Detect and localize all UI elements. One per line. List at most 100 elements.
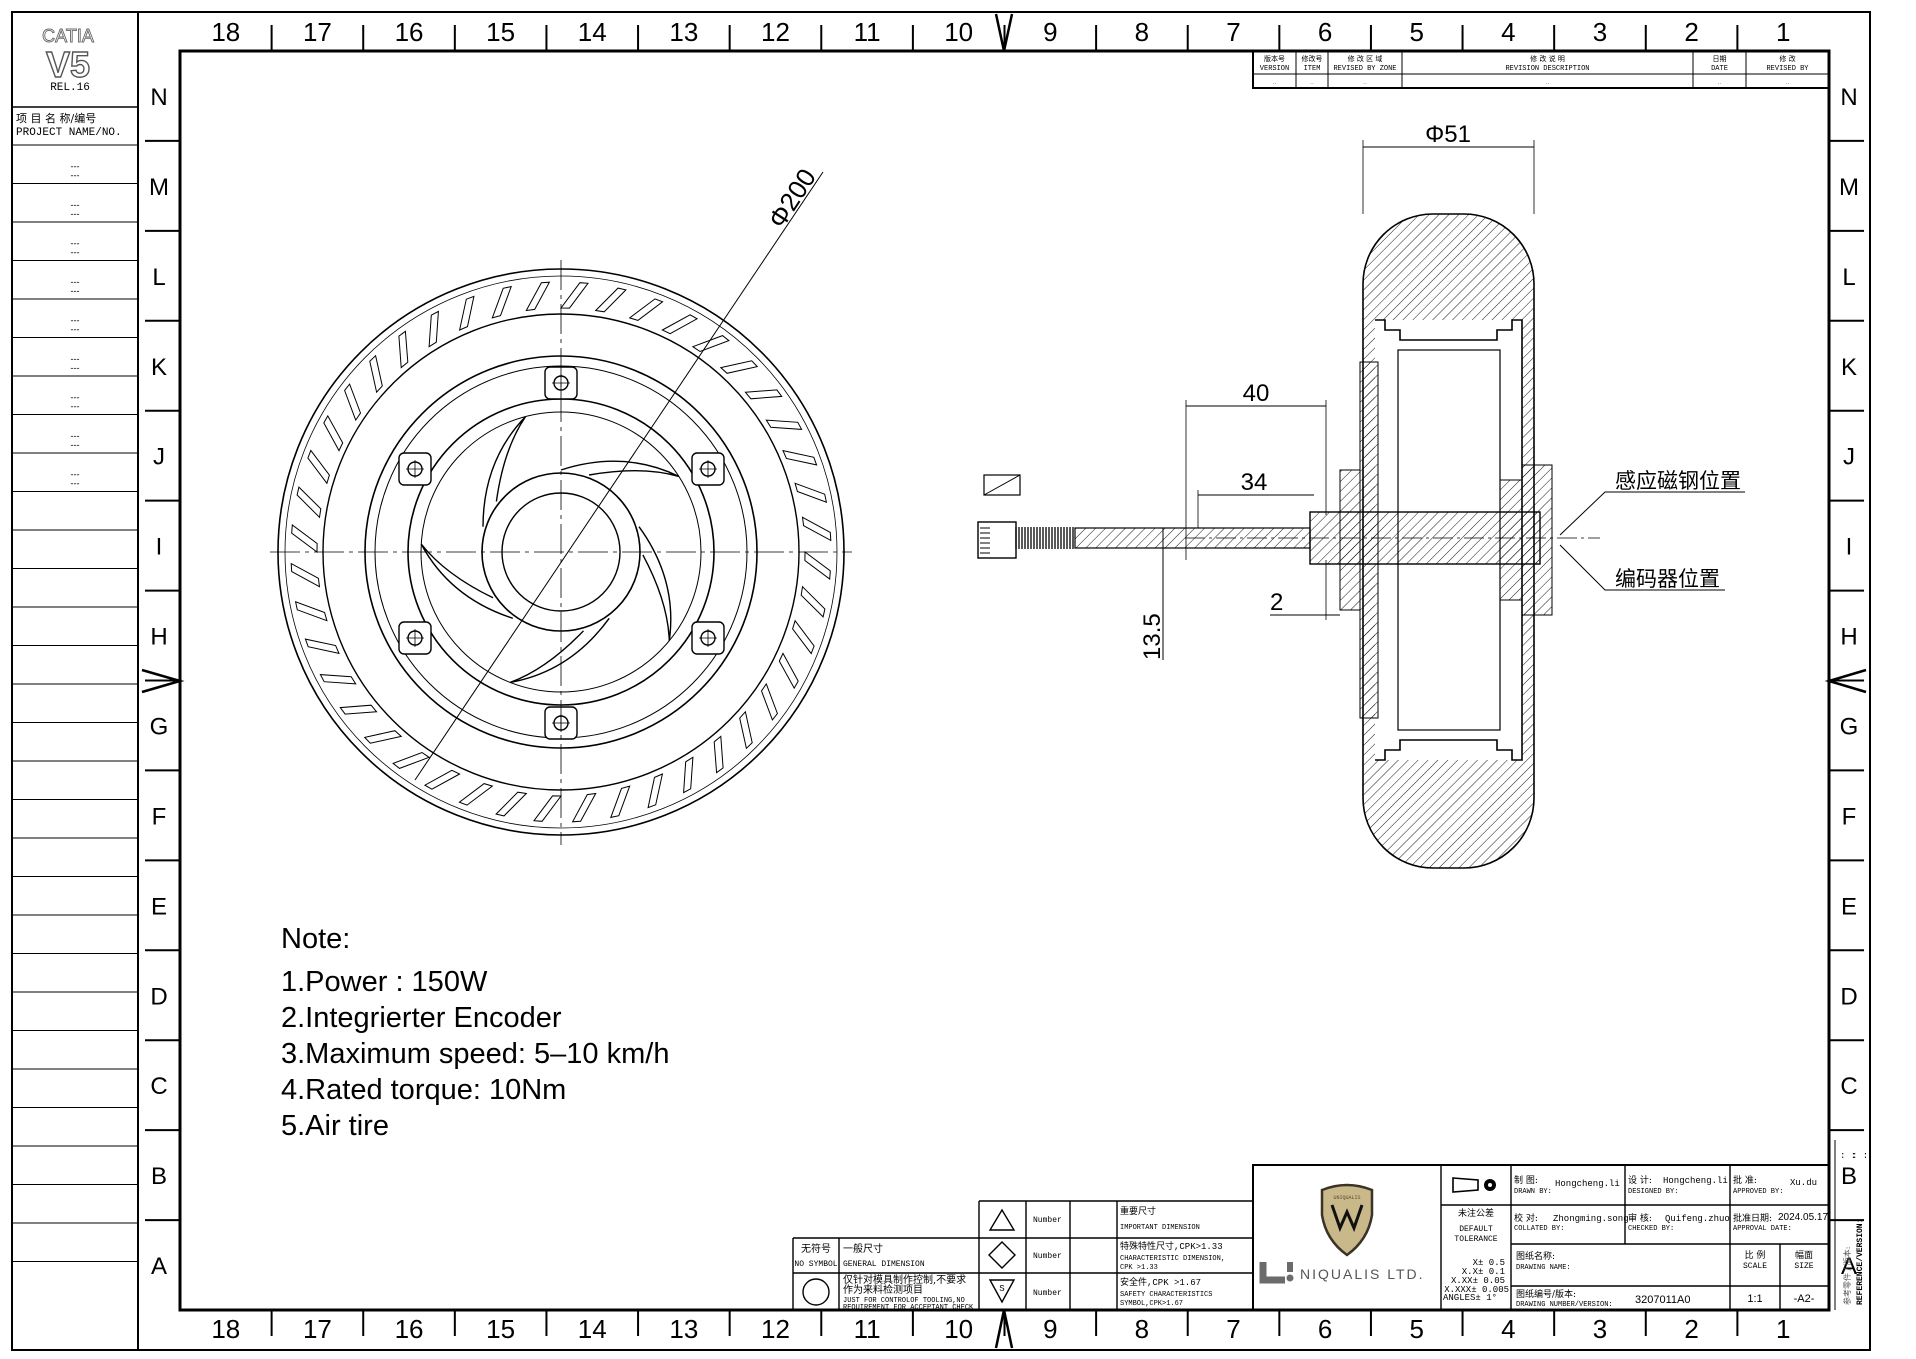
project-entry[interactable]: --- [71, 354, 80, 364]
project-entry[interactable]: --- [71, 239, 80, 249]
zone-column-top: 9 [1043, 17, 1057, 47]
zone-row-right: F [1842, 803, 1857, 830]
revision-header-en: DATE [1711, 65, 1728, 73]
project-entry[interactable]: --- [71, 325, 80, 335]
tolerance-en: DEFAULT [1459, 1225, 1493, 1234]
project-entry[interactable]: --- [71, 171, 80, 181]
approval-date-value: 2024.05.17 [1778, 1212, 1828, 1223]
zone-column-bottom: 11 [854, 1314, 881, 1344]
tread-lug [363, 730, 403, 744]
reference-version: : : : : 参考零件 / 版本: REFERENCE/VERSION: [1834, 1140, 1868, 1310]
zone-column-bottom: 16 [395, 1314, 424, 1344]
symbol-legend-table: 无符号 NO SYMBOL 一般尺寸 GENERAL DIMENSION 仅针对… [792, 1200, 1253, 1312]
zone-row-right: H [1840, 624, 1857, 651]
catia-release: REL.16 [50, 82, 90, 94]
zone-column-top: 7 [1226, 17, 1240, 47]
drawn-by-en: DRAWN BY: [1514, 1188, 1552, 1196]
diameter-200-dimension-line [414, 171, 824, 781]
zone-column-bottom: 13 [669, 1314, 698, 1344]
zone-row-left: E [151, 893, 167, 920]
checked-by-en: CHECKED BY: [1628, 1225, 1674, 1233]
project-entry[interactable]: --- [71, 286, 80, 296]
drawing-number-value: 3207011A0 [1635, 1294, 1690, 1306]
project-entry[interactable]: --- [71, 470, 80, 480]
important-dim-en: IMPORTANT DIMENSION [1120, 1224, 1200, 1232]
number-label: Number [1033, 1252, 1062, 1261]
note-item: 2.Integrierter Encoder [281, 1002, 562, 1034]
zone-column-bottom: 6 [1318, 1314, 1332, 1344]
tread-lug [323, 414, 344, 452]
zone-column-bottom: 9 [1043, 1314, 1057, 1344]
project-entry[interactable]: --- [71, 440, 80, 450]
dim-34: 34 [1241, 469, 1268, 496]
checked-by-value: Quifeng.zhuo [1665, 1214, 1730, 1224]
zone-column-bottom: 14 [578, 1314, 607, 1344]
project-entry[interactable]: --- [71, 316, 80, 326]
tread-lug [296, 486, 322, 519]
tread-lug [713, 735, 724, 774]
zone-row-right: E [1841, 893, 1857, 920]
projection-symbol-icon [1452, 1177, 1479, 1193]
tread-lug [778, 652, 799, 690]
reference-label-cn: 参考零件 / 版本: [1842, 1247, 1852, 1305]
zone-column-top: 4 [1501, 17, 1515, 47]
project-entry[interactable]: --- [71, 479, 80, 489]
zone-row-right: N [1840, 84, 1857, 111]
size-en: SIZE [1794, 1262, 1813, 1271]
scale-value: 1:1 [1747, 1293, 1762, 1305]
designed-by-cn: 设 计: [1628, 1174, 1652, 1186]
zone-column-bottom: 4 [1501, 1314, 1515, 1344]
approval-date-cn: 批准日期: [1733, 1212, 1772, 1224]
safety-cn: 安全件,CPK >1.67 [1120, 1276, 1201, 1288]
project-entry[interactable]: --- [71, 248, 80, 258]
zone-column-bottom: 5 [1410, 1314, 1424, 1344]
project-entry[interactable]: --- [71, 431, 80, 441]
project-entry[interactable]: --- [71, 393, 80, 403]
tooling-note-en: REQUIREMENT FOR ACCEPTANT CHECK [843, 1304, 974, 1312]
zone-row-right: M [1839, 174, 1859, 201]
safety-symbol-letter: S [999, 1284, 1004, 1294]
collated-by-value: Zhongming.song [1553, 1214, 1629, 1224]
revision-header-en: VERSION [1260, 65, 1289, 73]
drawing-number-en: DRAWING NUMBER/VERSION: [1516, 1301, 1613, 1309]
project-entry[interactable]: --- [71, 277, 80, 287]
no-symbol-en: NO SYMBOL [794, 1260, 837, 1269]
tread-lug [794, 482, 828, 503]
zone-column-top: 15 [486, 17, 515, 47]
spoke-blade [638, 526, 672, 641]
catia-logo-name: CATIA [42, 26, 94, 46]
safety-symbol [988, 1279, 1016, 1304]
project-entry[interactable]: --- [71, 363, 80, 373]
tread-lug [369, 354, 383, 394]
center-arrow-left [141, 668, 185, 694]
tread-lug [628, 298, 664, 321]
approved-by-en: APPROVED BY: [1733, 1188, 1783, 1196]
zone-column-top: 6 [1318, 17, 1332, 47]
tolerance-cn: 未注公差 [1458, 1207, 1494, 1219]
zone-markers: 1818171716161515141413131212111110109988… [145, 17, 1864, 1344]
wheel-front-view: Φ200 [270, 163, 852, 845]
revision-header-cn: 修 改 区 域 [1348, 54, 1383, 63]
left-strip: CATIA V5 REL.16 项 目 名 称/编号 PROJECT NAME/… [11, 11, 139, 1351]
zone-column-bottom: 2 [1684, 1314, 1698, 1344]
spoke-blade [420, 543, 514, 619]
revision-header-en: REVISION DESCRIPTION [1505, 65, 1589, 73]
zone-row-right: K [1841, 354, 1857, 381]
project-entry[interactable]: --- [71, 209, 80, 219]
revision-header-cn: 版本号 [1264, 54, 1285, 63]
zone-row-right: J [1843, 444, 1855, 471]
catia-logo-version: V5 [46, 44, 90, 85]
zone-row-right: D [1840, 983, 1857, 1010]
tread-lug [294, 601, 328, 622]
zone-row-left: C [150, 1073, 167, 1100]
zone-column-top: 16 [395, 17, 424, 47]
project-entry[interactable]: --- [71, 402, 80, 412]
drawing-name-cn: 图纸名称: [1516, 1250, 1555, 1262]
tread-lug [304, 638, 340, 655]
project-entry[interactable]: --- [71, 162, 80, 172]
characteristic-dim-en: CHARACTERISTIC DIMENSION, [1120, 1255, 1225, 1263]
project-entry[interactable]: --- [71, 200, 80, 210]
revision-header-en: REVISED BY [1766, 65, 1809, 73]
tread-lug [398, 330, 409, 369]
tread-lug [458, 295, 475, 331]
